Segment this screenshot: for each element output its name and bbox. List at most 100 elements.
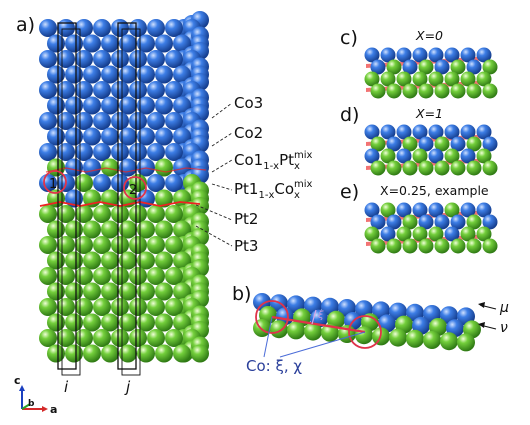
cobalt-atom bbox=[386, 136, 402, 152]
platinum-atom bbox=[482, 160, 498, 176]
cobalt-atom bbox=[93, 81, 111, 99]
platinum-atom bbox=[364, 226, 380, 242]
platinum-atom bbox=[304, 322, 322, 341]
platinum-atom bbox=[101, 344, 119, 363]
platinum-atom bbox=[191, 344, 209, 363]
cobalt-atom bbox=[75, 50, 93, 68]
cobalt-atom bbox=[57, 19, 75, 37]
cobalt-atom bbox=[111, 50, 129, 68]
platinum-atom bbox=[65, 282, 83, 301]
platinum-atom bbox=[137, 251, 155, 270]
platinum-atom bbox=[155, 344, 173, 363]
platinum-atom bbox=[75, 329, 93, 347]
panel-b-slab bbox=[253, 293, 481, 352]
panel-d-title: X=1 bbox=[415, 106, 443, 121]
platinum-atom bbox=[57, 236, 75, 254]
site-1-label: 1 bbox=[49, 177, 57, 192]
cobalt-atom bbox=[47, 96, 65, 115]
cobalt-atom bbox=[476, 124, 492, 140]
platinum-atom bbox=[137, 220, 155, 239]
cobalt-atom bbox=[83, 96, 101, 115]
platinum-atom bbox=[111, 205, 129, 223]
layer-co3-label: Co3 bbox=[234, 94, 263, 112]
cobalt-atom bbox=[364, 202, 380, 218]
cobalt-atom bbox=[75, 81, 93, 99]
platinum-atom bbox=[129, 329, 147, 347]
platinum-atom bbox=[389, 328, 407, 347]
platinum-atom bbox=[450, 59, 466, 75]
platinum-atom bbox=[155, 189, 173, 208]
platinum-atom bbox=[129, 267, 147, 285]
cobalt-atom bbox=[111, 112, 129, 130]
cobalt-atom bbox=[364, 148, 380, 164]
cobalt-atom bbox=[93, 143, 111, 161]
platinum-atom bbox=[47, 282, 65, 301]
cobalt-atom bbox=[83, 34, 101, 53]
platinum-atom bbox=[137, 313, 155, 332]
platinum-atom bbox=[83, 251, 101, 270]
layer-pt3-label: Pt3 bbox=[234, 237, 258, 255]
platinum-atom bbox=[444, 202, 460, 218]
cobalt-atom bbox=[165, 19, 183, 37]
cobalt-atom bbox=[129, 112, 147, 130]
cobalt-atom bbox=[75, 112, 93, 130]
column-j-label: j bbox=[124, 378, 131, 396]
cobalt-atom bbox=[137, 65, 155, 84]
cobalt-atom bbox=[428, 124, 444, 140]
platinum-atom bbox=[155, 313, 173, 332]
cobalt-atom bbox=[57, 81, 75, 99]
platinum-atom bbox=[39, 329, 57, 347]
platinum-atom bbox=[165, 329, 183, 347]
cobalt-atom bbox=[137, 34, 155, 53]
cobalt-atom bbox=[147, 143, 165, 161]
cobalt-atom bbox=[147, 112, 165, 130]
cobalt-atom bbox=[119, 65, 137, 84]
panel-e-label: e) bbox=[340, 181, 359, 203]
cobalt-atom bbox=[370, 214, 386, 230]
panel-b-nu-label: ν bbox=[500, 320, 508, 336]
platinum-atom bbox=[450, 238, 466, 254]
platinum-atom bbox=[482, 59, 498, 75]
cobalt-atom bbox=[93, 50, 111, 68]
layer-pt2-label: Pt2 bbox=[234, 210, 258, 228]
platinum-atom bbox=[75, 267, 93, 285]
cobalt-atom bbox=[434, 214, 450, 230]
platinum-atom bbox=[165, 236, 183, 254]
panel-b-caption: Co: ξ, χ bbox=[246, 357, 302, 375]
platinum-atom bbox=[418, 59, 434, 75]
panel-c-slab bbox=[364, 47, 498, 99]
platinum-atom bbox=[129, 205, 147, 223]
cobalt-atom bbox=[137, 127, 155, 146]
platinum-atom bbox=[380, 148, 396, 164]
cobalt-atom bbox=[165, 143, 183, 161]
cobalt-atom bbox=[111, 19, 129, 37]
platinum-atom bbox=[402, 214, 418, 230]
platinum-atom bbox=[93, 236, 111, 254]
cobalt-atom bbox=[129, 19, 147, 37]
axis-b-label: b bbox=[28, 399, 35, 409]
cobalt-atom bbox=[402, 59, 418, 75]
cobalt-atom bbox=[129, 50, 147, 68]
platinum-atom bbox=[101, 282, 119, 301]
cobalt-atom bbox=[147, 174, 165, 192]
platinum-atom bbox=[444, 148, 460, 164]
platinum-atom bbox=[129, 174, 147, 192]
platinum-atom bbox=[402, 160, 418, 176]
cobalt-atom bbox=[39, 112, 57, 130]
platinum-atom bbox=[93, 298, 111, 316]
panel-c-label: c) bbox=[340, 27, 358, 49]
cobalt-atom bbox=[476, 47, 492, 63]
cobalt-atom bbox=[450, 214, 466, 230]
platinum-atom bbox=[402, 136, 418, 152]
platinum-atom bbox=[450, 160, 466, 176]
axis-triad: c b a bbox=[14, 374, 57, 416]
platinum-atom bbox=[39, 298, 57, 316]
panel-e-title: X=0.25, example bbox=[380, 183, 489, 198]
platinum-atom bbox=[370, 83, 386, 99]
platinum-atom bbox=[147, 267, 165, 285]
platinum-atom bbox=[466, 214, 482, 230]
cobalt-atom bbox=[444, 47, 460, 63]
platinum-atom bbox=[396, 226, 412, 242]
platinum-atom bbox=[434, 83, 450, 99]
platinum-atom bbox=[440, 332, 458, 351]
